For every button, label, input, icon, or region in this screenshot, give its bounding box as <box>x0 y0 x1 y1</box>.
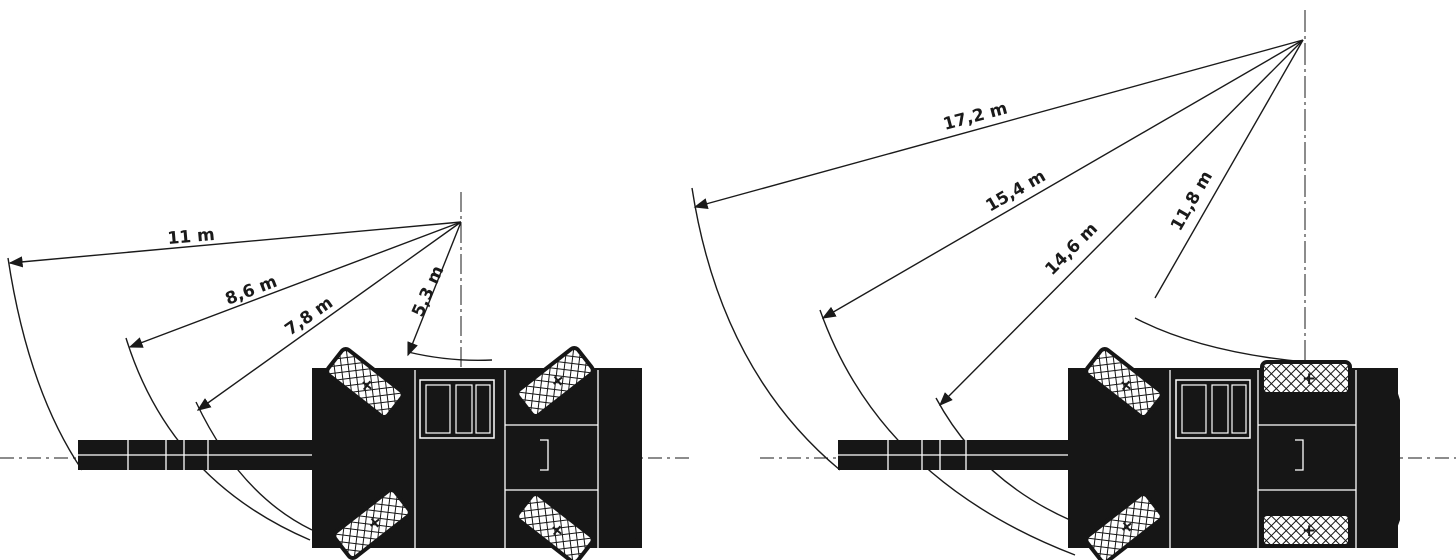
left-arc-11 <box>7 257 83 471</box>
left-radius-line-5-3 <box>407 221 462 357</box>
right-radius-line-11-8 <box>1154 39 1304 299</box>
left-radius-line-7-8 <box>196 221 462 411</box>
left-label-5-3: 5,3 m <box>408 263 448 320</box>
right-label-15-4: 15,4 m <box>983 166 1050 216</box>
right-arc-15-4 <box>819 309 1076 556</box>
left-arc-8-6 <box>125 337 311 541</box>
svg-text:+: + <box>1302 369 1316 389</box>
left-wheel-front-bottom: + <box>332 488 412 560</box>
right-label-11-8: 11,8 m <box>1167 168 1217 235</box>
right-arc-17-2 <box>691 187 841 471</box>
left-wheel-front-top: + <box>325 347 405 419</box>
svg-text:+: + <box>1302 521 1316 541</box>
left-radius-line-8-6 <box>128 221 462 348</box>
right-arc-11-8 <box>1134 317 1306 363</box>
right-label-14-6: 14,6 m <box>1041 219 1102 280</box>
right-wheel-rear-bottom: + <box>1260 512 1352 548</box>
left-wheel-rear-top: + <box>515 346 595 418</box>
right-radius-line-17-2 <box>693 39 1304 210</box>
right-wheel-front-top: + <box>1084 347 1164 419</box>
right-cab <box>1175 379 1251 439</box>
right-radius-line-14-6 <box>939 39 1304 406</box>
right-wheel-front-bottom: + <box>1084 492 1164 560</box>
right-wheel-rear-top: + <box>1260 360 1352 396</box>
left-radius-line-11 <box>8 221 462 268</box>
right-radius-line-15-4 <box>821 39 1304 319</box>
right-diagram: + + + + 17,2 m 15,4 m 14,6 m 11,8 m <box>691 10 1456 560</box>
left-cab <box>419 379 495 439</box>
left-wheel-rear-bottom: + <box>515 492 595 560</box>
left-label-8-6: 8,6 m <box>223 272 280 310</box>
left-diagram: + + + + 11 m 8,6 m 7,8 m 5,3 m <box>0 192 690 560</box>
left-arc-7-8 <box>195 401 313 531</box>
left-label-11: 11 m <box>167 225 216 249</box>
left-arc-5-3 <box>407 351 493 362</box>
